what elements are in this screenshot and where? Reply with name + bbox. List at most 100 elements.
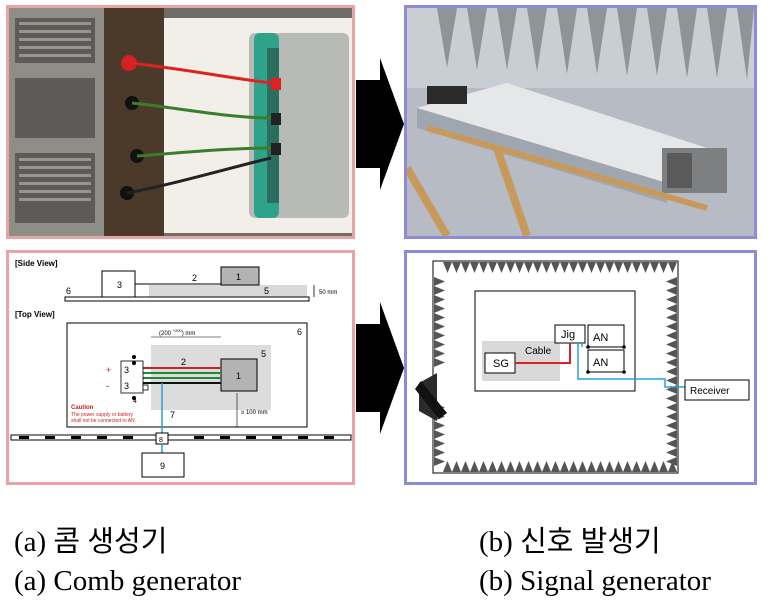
absorber-cone xyxy=(666,286,677,295)
absorber-cone xyxy=(470,461,479,472)
top-view-label: [Top View] xyxy=(15,310,55,319)
absorber-cone xyxy=(666,313,677,322)
signal-generator-diagram-svg: SG Jig AN AN Cable Receiver xyxy=(415,260,750,474)
absorber-cone xyxy=(434,286,445,295)
absorber-cone xyxy=(533,262,542,273)
caption-a-korean: (a) 콤 생성기 xyxy=(14,526,168,558)
minus-terminal-label: - xyxy=(106,381,109,391)
comb-generator-photo-image xyxy=(9,8,352,236)
absorber-cone xyxy=(434,277,445,286)
top-label-2: 2 xyxy=(181,357,186,367)
absorber-cone xyxy=(434,349,445,358)
signal-generator-photo-image xyxy=(407,8,754,236)
absorber-cone xyxy=(668,262,677,273)
caution-line-1: The power supply or battery xyxy=(71,412,133,418)
top-label-6: 6 xyxy=(297,327,302,337)
top-label-5: 5 xyxy=(261,349,266,359)
top-label-7: 7 xyxy=(170,410,175,420)
side-label-1: 1 xyxy=(236,272,241,282)
absorber-cone xyxy=(506,461,515,472)
absorber-cone xyxy=(578,262,587,273)
absorber-cone xyxy=(434,322,445,331)
absorber-cone xyxy=(666,367,677,376)
absorber-cone xyxy=(434,313,445,322)
absorber-cone xyxy=(488,461,497,472)
absorber-cone xyxy=(515,461,524,472)
absorber-cone xyxy=(605,262,614,273)
side-label-2: 2 xyxy=(192,273,197,283)
absorber-cone xyxy=(666,322,677,331)
absorber-cone xyxy=(470,262,479,273)
absorber-cone xyxy=(641,461,650,472)
absorber-cone xyxy=(497,262,506,273)
absorber-cone xyxy=(479,461,488,472)
absorber-cone xyxy=(434,430,445,439)
absorber-cone xyxy=(659,262,668,273)
absorber-cone xyxy=(666,304,677,313)
absorber-cone xyxy=(560,262,569,273)
absorber-cone xyxy=(666,403,677,412)
plus-terminal-label: + xyxy=(106,365,111,375)
absorber-cone xyxy=(587,461,596,472)
top-label-8: 8 xyxy=(159,437,163,444)
absorber-cone xyxy=(434,439,445,448)
right-arrow-icon-top xyxy=(356,58,404,190)
caption-b-korean: (b) 신호 발생기 xyxy=(479,526,661,558)
absorber-cone xyxy=(542,262,551,273)
absorber-cone xyxy=(596,262,605,273)
comb-generator-photo xyxy=(6,5,355,239)
side-height-label: 50 mm xyxy=(319,290,337,296)
top-dim-label: (200 +200) mm xyxy=(159,328,195,337)
absorber-cone xyxy=(666,412,677,421)
caption-b-english: (b) Signal generator xyxy=(479,565,711,597)
absorber-cone xyxy=(668,461,677,472)
jig-label: Jig xyxy=(561,329,575,341)
absorber-cone xyxy=(659,461,668,472)
absorber-cone xyxy=(461,262,470,273)
absorber-cone xyxy=(533,461,542,472)
side-label-3: 3 xyxy=(117,280,122,290)
absorber-cone xyxy=(666,331,677,340)
an-label-top: AN xyxy=(593,332,608,344)
absorber-cone xyxy=(515,262,524,273)
an-label-bottom: AN xyxy=(593,357,608,369)
absorber-cone xyxy=(605,461,614,472)
side-view-label: [Side View] xyxy=(15,259,58,268)
absorber-cone xyxy=(488,262,497,273)
absorber-cone xyxy=(497,461,506,472)
absorber-cone xyxy=(596,461,605,472)
absorber-cone xyxy=(650,262,659,273)
absorber-cone xyxy=(569,262,578,273)
side-label-6: 6 xyxy=(66,286,71,296)
absorber-cone xyxy=(461,461,470,472)
caption-a-english: (a) Comb generator xyxy=(14,565,242,597)
absorber-cone xyxy=(569,461,578,472)
absorber-cone xyxy=(443,262,452,273)
absorber-cone xyxy=(666,376,677,385)
comb-generator-diagram-svg: [Side View] 3 1 2 6 5 50 mm [Top View] 6… xyxy=(10,259,352,478)
absorber-cone xyxy=(666,358,677,367)
absorber-cone xyxy=(666,421,677,430)
absorber-cone xyxy=(551,262,560,273)
top-label-9: 9 xyxy=(160,461,165,471)
top-label-4: 4 xyxy=(133,398,137,405)
absorber-cone xyxy=(506,262,515,273)
absorber-cone xyxy=(434,304,445,313)
absorber-cone xyxy=(542,461,551,472)
absorber-cone xyxy=(641,262,650,273)
absorber-cone xyxy=(524,461,533,472)
absorber-cone xyxy=(650,461,659,472)
receiver-label: Receiver xyxy=(690,386,730,397)
caution-title: Caution xyxy=(71,405,94,411)
right-arrow-icon-bottom xyxy=(356,302,404,434)
top-label-3b: 3 xyxy=(124,381,129,391)
absorber-cone xyxy=(623,461,632,472)
absorber-cone xyxy=(434,457,445,466)
absorber-cone xyxy=(632,262,641,273)
absorber-cone xyxy=(452,262,461,273)
cable-label: Cable xyxy=(525,346,552,357)
absorber-cone xyxy=(434,358,445,367)
side-label-5: 5 xyxy=(264,286,269,296)
absorber-cone xyxy=(434,448,445,457)
absorber-cone xyxy=(632,461,641,472)
